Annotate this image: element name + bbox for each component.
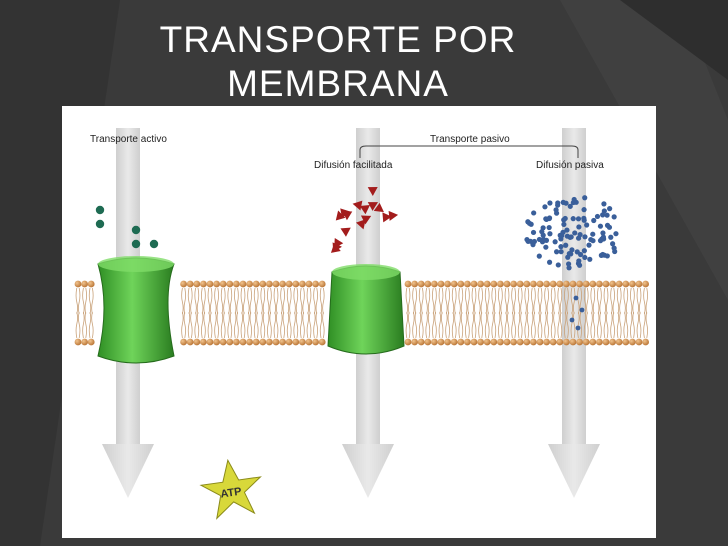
slide-title-line1: TRANSPORTE POR [159,19,517,60]
passive-bracket [359,145,579,158]
membrane-transport-figure: ATP Transporte activo Transporte pasivo … [62,106,656,538]
arrow-simple [548,128,600,498]
membrane-diagram: ATP [74,128,649,520]
channel-protein [327,264,405,355]
facilitated-molecules [330,187,399,253]
slide-title: TRANSPORTE POR MEMBRANA [118,18,558,106]
atp-label: ATP [220,486,243,501]
active-transport-protein [97,256,175,364]
label-active-transport: Transporte activo [90,134,167,145]
atp-star-icon: ATP [199,458,262,520]
lipid-bilayer [74,280,649,346]
label-simple-diffusion: Difusión pasiva [536,160,604,171]
label-passive-transport: Transporte pasivo [430,134,510,145]
slide-title-line2: MEMBRANA [227,63,449,104]
active-molecules [95,205,159,249]
label-facilitated-diffusion: Difusión facilitada [314,160,393,171]
simple-diffusion-molecules [524,195,619,331]
